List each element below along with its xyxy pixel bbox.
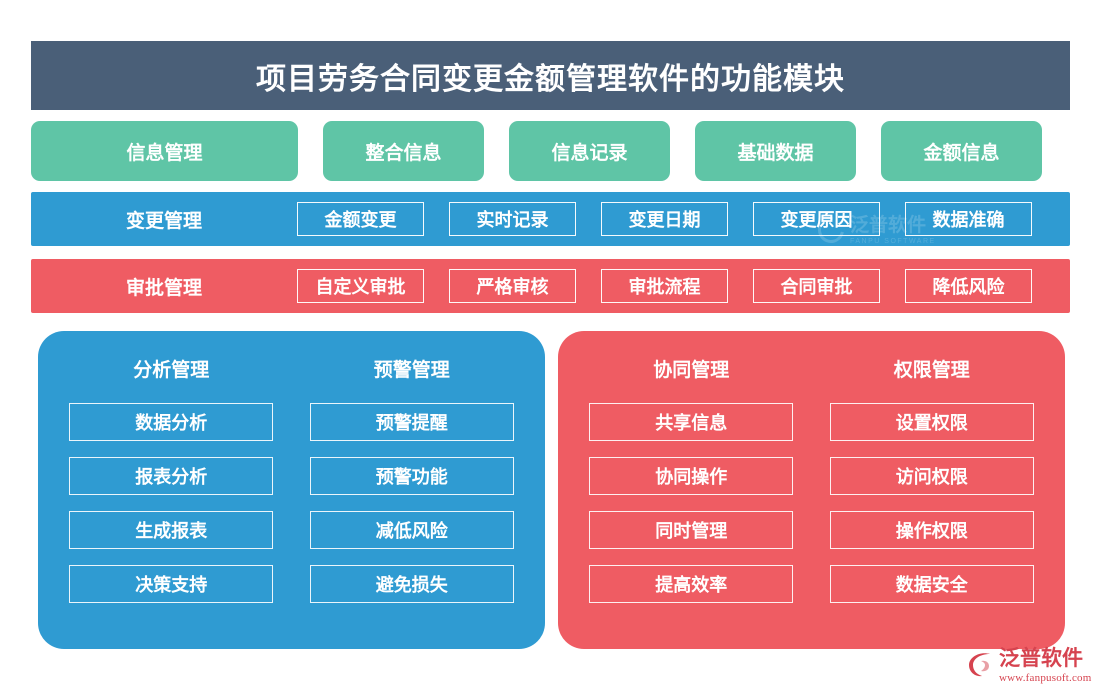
panel-column-permission: 权限管理 设置权限 访问权限 操作权限 数据安全: [821, 355, 1044, 627]
panel-chip-analysis-1-label: 数据分析: [135, 413, 208, 433]
band-chip-approval-4[interactable]: 合同审批: [753, 269, 880, 303]
panel-chip-warning-2[interactable]: 预警功能: [309, 457, 514, 495]
panel-chip-warning-3-label: 减低风险: [375, 521, 448, 541]
panel-column-permission-title: 权限管理: [893, 360, 970, 381]
panel-chip-warning-4[interactable]: 避免损失: [309, 565, 514, 603]
green-pill-1[interactable]: 信息管理: [31, 121, 298, 181]
panel-chip-collaboration-1-label: 共享信息: [655, 413, 728, 433]
panel-column-analysis-title: 分析管理: [133, 360, 210, 381]
header-bar: 项目劳务合同变更金额管理软件的功能模块: [31, 41, 1070, 110]
band-chip-change-3[interactable]: 变更日期: [601, 202, 728, 236]
green-pill-3[interactable]: 信息记录: [509, 121, 670, 181]
panel-chip-permission-2[interactable]: 访问权限: [829, 457, 1034, 495]
panel-chip-warning-4-label: 避免损失: [375, 575, 448, 595]
green-pill-4[interactable]: 基础数据: [695, 121, 856, 181]
band-chip-approval-5-label: 降低风险: [932, 277, 1005, 297]
green-pill-5[interactable]: 金额信息: [881, 121, 1042, 181]
panel-column-collaboration: 协同管理 共享信息 协同操作 同时管理 提高效率: [580, 355, 803, 627]
panel-chip-permission-3-label: 操作权限: [895, 521, 968, 541]
panel-analysis-warning: 分析管理 数据分析 报表分析 生成报表 决策支持 预警管理 预警提醒 预警功能: [38, 331, 545, 649]
fanpu-logo-icon: [966, 650, 994, 678]
band-change-management-label: 变更管理: [125, 210, 202, 232]
band-approval-management-items: 自定义审批 严格审核 审批流程 合同审批 降低风险: [297, 269, 1070, 303]
green-pill-3-label: 信息记录: [551, 142, 628, 164]
panel-chip-permission-1[interactable]: 设置权限: [829, 403, 1034, 441]
green-pill-4-label: 基础数据: [737, 142, 814, 164]
panel-chip-collaboration-3-label: 同时管理: [655, 521, 728, 541]
band-chip-approval-1[interactable]: 自定义审批: [297, 269, 424, 303]
panel-column-collaboration-title: 协同管理: [653, 360, 730, 381]
band-chip-change-1-label: 金额变更: [324, 210, 397, 230]
green-pill-1-label: 信息管理: [126, 142, 203, 164]
green-module-row: 信息管理 整合信息 信息记录 基础数据 金额信息: [31, 121, 1070, 181]
band-chip-change-3-label: 变更日期: [628, 210, 701, 230]
band-chip-approval-5[interactable]: 降低风险: [905, 269, 1032, 303]
band-chip-change-2[interactable]: 实时记录: [449, 202, 576, 236]
brand-logo[interactable]: 泛普软件 www.fanpusoft.com: [966, 647, 1096, 696]
logo-url: www.fanpusoft.com: [999, 672, 1092, 685]
panel-chip-analysis-2[interactable]: 报表分析: [69, 457, 274, 495]
panel-chip-collaboration-2-label: 协同操作: [655, 467, 728, 487]
panel-chip-permission-4-label: 数据安全: [895, 575, 968, 595]
panel-chip-collaboration-2[interactable]: 协同操作: [589, 457, 794, 495]
panel-chip-analysis-1[interactable]: 数据分析: [69, 403, 274, 441]
green-pill-2[interactable]: 整合信息: [323, 121, 484, 181]
panel-chip-collaboration-4-label: 提高效率: [655, 575, 728, 595]
band-chip-change-2-label: 实时记录: [476, 210, 549, 230]
logo-name: 泛普软件: [999, 647, 1083, 670]
band-chip-change-5[interactable]: 数据准确: [905, 202, 1032, 236]
band-approval-management: 审批管理 自定义审批 严格审核 审批流程 合同审批 降低风险: [31, 259, 1070, 313]
panel-chip-permission-1-label: 设置权限: [895, 413, 968, 433]
panel-chip-warning-1[interactable]: 预警提醒: [309, 403, 514, 441]
panel-chip-warning-2-label: 预警功能: [375, 467, 448, 487]
panel-column-warning: 预警管理 预警提醒 预警功能 减低风险 避免损失: [301, 355, 524, 627]
logo-text-group: 泛普软件 www.fanpusoft.com: [999, 647, 1092, 685]
band-chip-change-5-label: 数据准确: [932, 210, 1005, 230]
panel-chip-collaboration-4[interactable]: 提高效率: [589, 565, 794, 603]
green-pill-5-label: 金额信息: [923, 142, 1000, 164]
panel-chip-collaboration-1[interactable]: 共享信息: [589, 403, 794, 441]
panel-chip-permission-2-label: 访问权限: [895, 467, 968, 487]
panel-column-warning-title: 预警管理: [373, 360, 450, 381]
panel-chip-analysis-3-label: 生成报表: [135, 521, 208, 541]
green-pill-2-label: 整合信息: [365, 142, 442, 164]
panel-collaboration-permission: 协同管理 共享信息 协同操作 同时管理 提高效率 权限管理 设置权限 访问权限: [558, 331, 1065, 649]
panel-chip-collaboration-3[interactable]: 同时管理: [589, 511, 794, 549]
panel-chip-permission-4[interactable]: 数据安全: [829, 565, 1034, 603]
band-chip-approval-1-label: 自定义审批: [315, 277, 406, 297]
band-chip-approval-3[interactable]: 审批流程: [601, 269, 728, 303]
band-approval-management-label: 审批管理: [125, 277, 202, 299]
band-change-management: 变更管理 金额变更 实时记录 变更日期 变更原因 数据准确: [31, 192, 1070, 246]
band-chip-approval-3-label: 审批流程: [628, 277, 701, 297]
band-chip-change-4[interactable]: 变更原因: [753, 202, 880, 236]
panel-chip-analysis-4[interactable]: 决策支持: [69, 565, 274, 603]
panel-chip-analysis-3[interactable]: 生成报表: [69, 511, 274, 549]
panel-chip-warning-3[interactable]: 减低风险: [309, 511, 514, 549]
band-chip-change-1[interactable]: 金额变更: [297, 202, 424, 236]
panel-chip-analysis-4-label: 决策支持: [135, 575, 208, 595]
panel-column-analysis: 分析管理 数据分析 报表分析 生成报表 决策支持: [60, 355, 283, 627]
panel-chip-analysis-2-label: 报表分析: [135, 467, 208, 487]
band-chip-approval-4-label: 合同审批: [780, 277, 853, 297]
panel-chip-permission-3[interactable]: 操作权限: [829, 511, 1034, 549]
band-chip-approval-2-label: 严格审核: [476, 277, 549, 297]
band-chip-approval-2[interactable]: 严格审核: [449, 269, 576, 303]
page-title: 项目劳务合同变更金额管理软件的功能模块: [256, 62, 845, 96]
panel-chip-warning-1-label: 预警提醒: [375, 413, 448, 433]
band-change-management-items: 金额变更 实时记录 变更日期 变更原因 数据准确: [297, 202, 1070, 236]
band-chip-change-4-label: 变更原因: [780, 210, 853, 230]
